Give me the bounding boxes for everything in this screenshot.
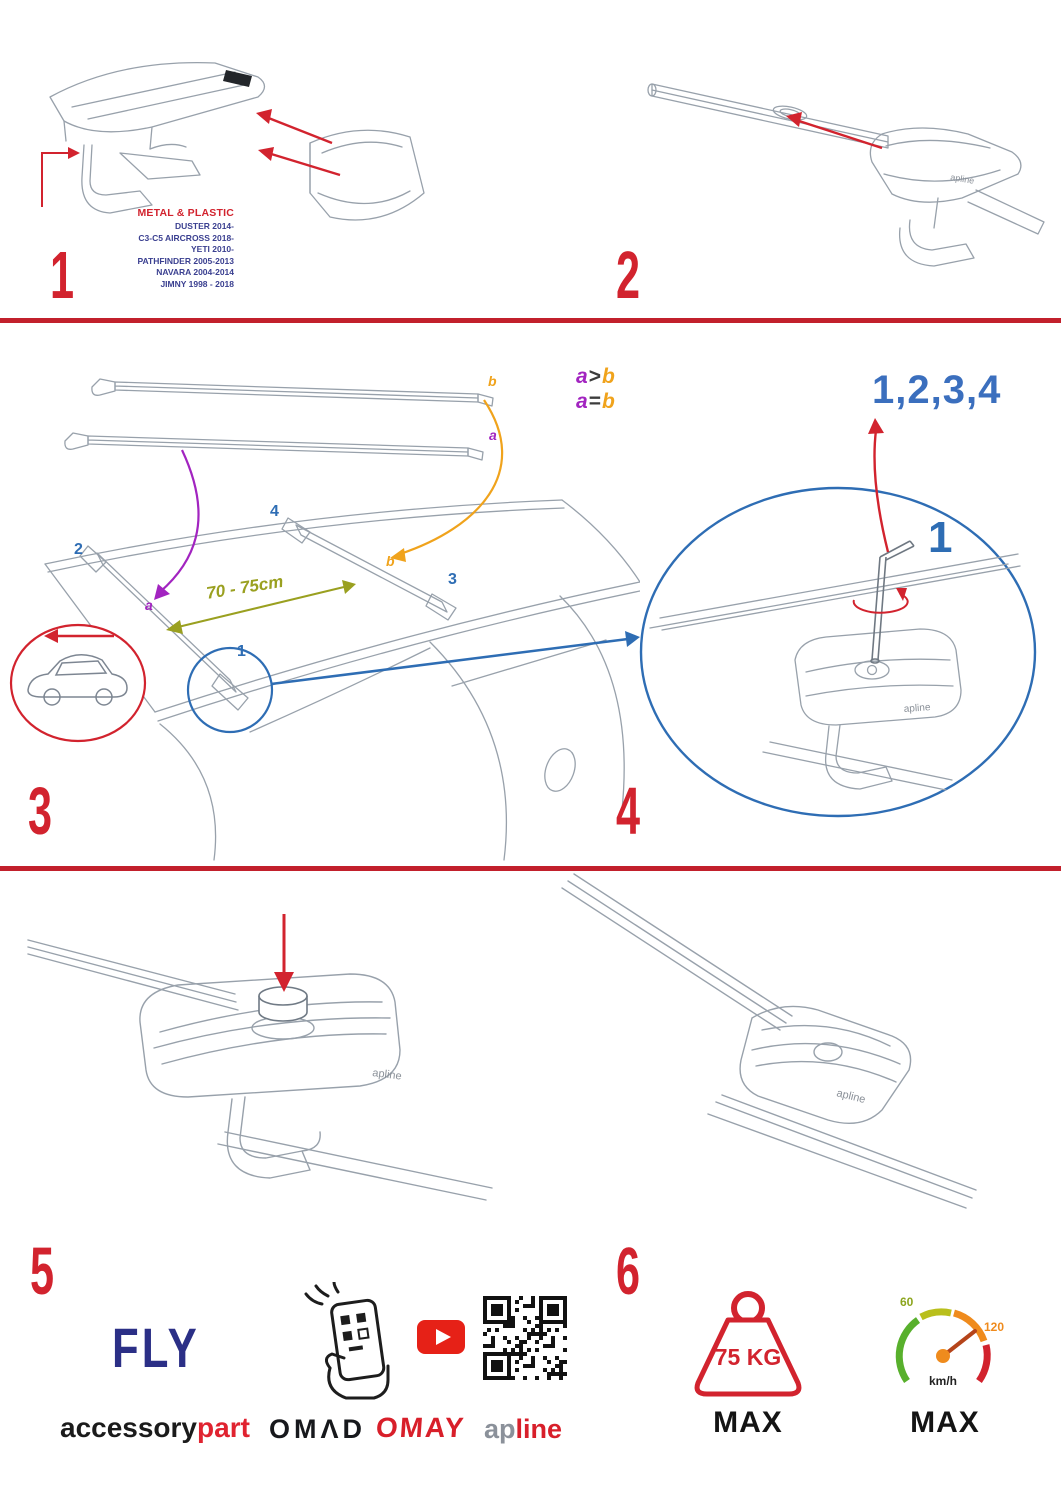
max-weight-icon <box>694 1291 802 1397</box>
curve-a-arrowhead <box>154 584 170 600</box>
position-label-1: 1 <box>237 643 246 660</box>
omay-logo: OMAY <box>374 1412 467 1443</box>
red-arrow <box>786 112 883 150</box>
position-label-4: 4 <box>270 503 279 520</box>
apline-logo-on-foot: apline <box>950 172 975 186</box>
apline-logo: apline <box>484 1414 563 1444</box>
tightening-sequence-label: 1,2,3,4 <box>872 368 1002 412</box>
step-number-2: 2 <box>616 237 640 313</box>
model-item: PATHFINDER 2005-2013 <box>137 255 234 266</box>
roof-label-b: b <box>386 553 395 569</box>
max-weight-value: 75 KG <box>714 1344 782 1370</box>
step-number-6: 6 <box>616 1233 640 1309</box>
accessorypart-logo: accessorypart <box>60 1412 250 1443</box>
step-number-1: 1 <box>50 237 74 313</box>
label-patch <box>223 70 252 87</box>
section-divider <box>0 318 1061 323</box>
model-item: DUSTER 2014- <box>174 221 234 231</box>
locking-knob <box>258 986 308 1022</box>
car-direction-inset <box>9 623 147 743</box>
rule-a-greater-b: a>b <box>576 365 616 388</box>
scan-qr-phone-icon <box>304 1282 390 1400</box>
qr-code-icon <box>483 1296 567 1380</box>
speed-unit-label: km/h <box>928 1374 957 1388</box>
press-down-arrow <box>274 914 294 992</box>
apline-logo-on-foot: apline <box>372 1067 403 1082</box>
sequence-arrow <box>868 418 890 553</box>
step2-bar-slot-drawing: apline <box>647 83 1045 267</box>
model-list: DUSTER 2014- C3-C5 AIRCROSS 2018- YETI 2… <box>92 221 234 291</box>
weight-max-label: MAX <box>713 1406 783 1439</box>
youtube-icon <box>417 1320 465 1354</box>
step-number-3: 3 <box>28 773 52 849</box>
rotation-arrow <box>852 588 909 614</box>
model-item: C3-C5 AIRCROSS 2018- <box>138 232 234 243</box>
zoom-circle <box>639 486 1037 818</box>
speed-high-label: 120 <box>984 1320 1005 1334</box>
step5-knob-press-drawing: apline <box>27 914 493 1201</box>
red-arrows <box>41 109 341 207</box>
speed-max-label: MAX <box>910 1406 980 1439</box>
material-label: METAL & PLASTIC <box>137 207 234 219</box>
distance-arrow <box>166 580 356 634</box>
detail-circle <box>186 646 274 734</box>
omad-logo: OMΛD <box>269 1414 366 1444</box>
allen-key <box>870 540 915 664</box>
curve-b-arrowhead <box>390 548 406 562</box>
speed-low-label: 60 <box>900 1295 914 1309</box>
step3-roof-layout-drawing <box>9 378 640 861</box>
blue-arrow-to-step4 <box>270 631 640 686</box>
position-label-2: 2 <box>74 541 83 558</box>
model-item: NAVARA 2004-2014 <box>156 267 234 278</box>
step6-mounted-foot-drawing: apline <box>561 873 977 1209</box>
apline-logo-on-foot: apline <box>835 1087 866 1106</box>
qr-on-phone <box>340 1312 370 1352</box>
section-divider <box>0 866 1061 871</box>
rule-a-equals-b: a=b <box>576 390 616 413</box>
position-label-3: 3 <box>448 571 457 588</box>
apline-logo-on-foot: apline <box>903 702 931 715</box>
roof-label-a: a <box>145 597 153 613</box>
fly-logo: FLY <box>112 1316 200 1379</box>
max-speed-icon <box>895 1308 991 1384</box>
curve-bar-b <box>399 399 504 556</box>
step4-tightening-detail-drawing: apline <box>639 418 1037 818</box>
bar-label-a: a <box>489 427 497 443</box>
step-number-5: 5 <box>30 1233 54 1309</box>
step1-clamp-exploded-drawing <box>41 61 425 221</box>
step-number-4: 4 <box>616 773 640 849</box>
model-item: YETI 2010- <box>191 244 234 255</box>
model-item: JIMNY 1998 - 2018 <box>160 278 234 289</box>
step4-callout-1: 1 <box>928 513 953 562</box>
bar-label-b: b <box>488 373 497 389</box>
curve-bar-a <box>159 449 200 593</box>
